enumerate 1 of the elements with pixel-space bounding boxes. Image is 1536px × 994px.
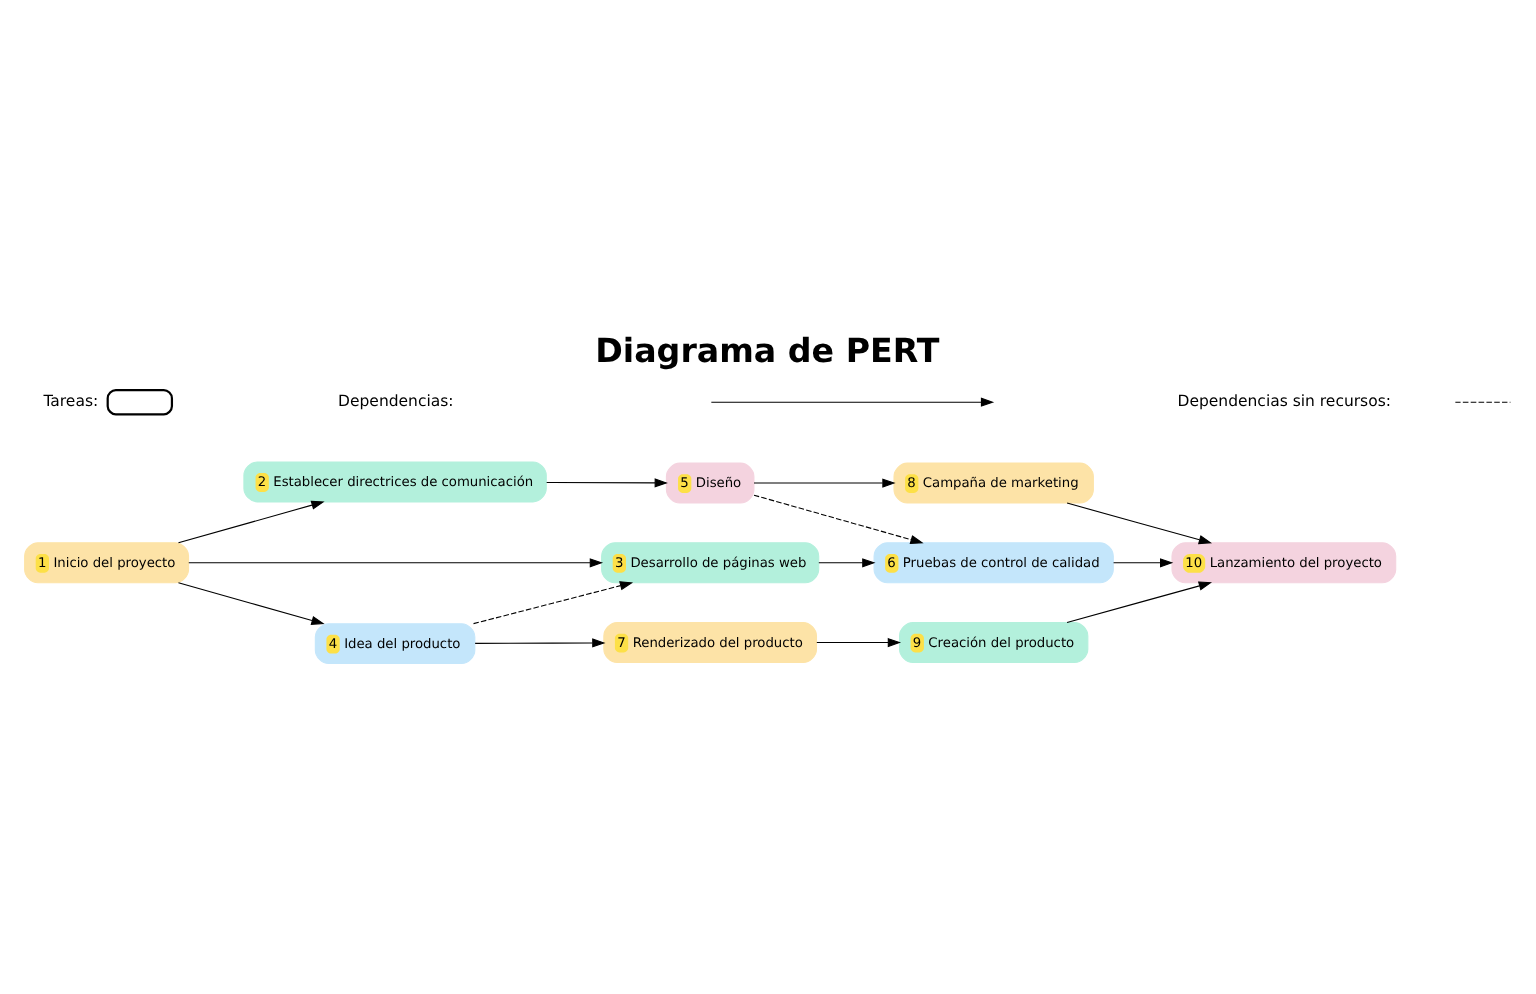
diagram-title: Diagrama de PERT xyxy=(595,331,940,370)
